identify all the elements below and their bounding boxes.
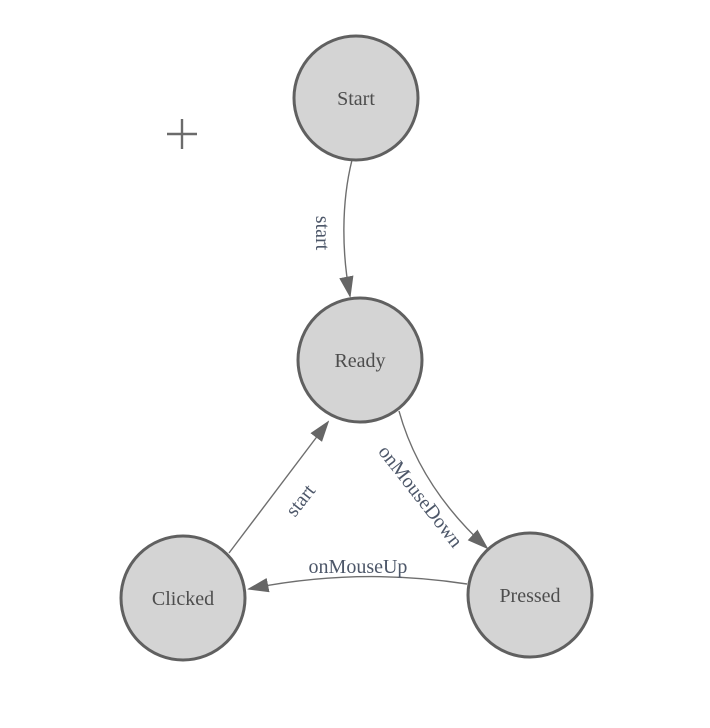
node-clicked-circle[interactable] — [119, 534, 247, 662]
node-clicked-label: Clicked — [152, 588, 214, 610]
edge-label-onmouseup[interactable]: onMouseUp — [309, 556, 408, 578]
node-ready-circle[interactable] — [296, 296, 424, 424]
node-pressed-circle[interactable] — [466, 531, 594, 659]
node-start-label: Start — [337, 88, 375, 110]
edge-label-start-top[interactable]: start — [311, 216, 333, 251]
edge-clicked-to-ready[interactable] — [228, 422, 328, 554]
edge-label-onmousedown[interactable]: onMouseDown — [374, 441, 467, 552]
edge-ready-to-pressed[interactable] — [398, 410, 487, 548]
edge-start-to-ready[interactable] — [344, 159, 352, 296]
node-start[interactable]: Start — [292, 34, 420, 162]
node-start-circle[interactable] — [292, 34, 420, 162]
node-clicked[interactable]: Clicked — [119, 534, 247, 662]
edge-pressed-to-clicked[interactable] — [249, 575, 468, 589]
node-pressed[interactable]: Pressed — [466, 531, 594, 659]
node-pressed-label: Pressed — [499, 585, 560, 607]
edge-label-start-bottom[interactable]: start — [282, 480, 321, 521]
crosshair-icon — [167, 119, 197, 149]
node-ready[interactable]: Ready — [296, 296, 424, 424]
node-ready-label: Ready — [334, 350, 385, 372]
